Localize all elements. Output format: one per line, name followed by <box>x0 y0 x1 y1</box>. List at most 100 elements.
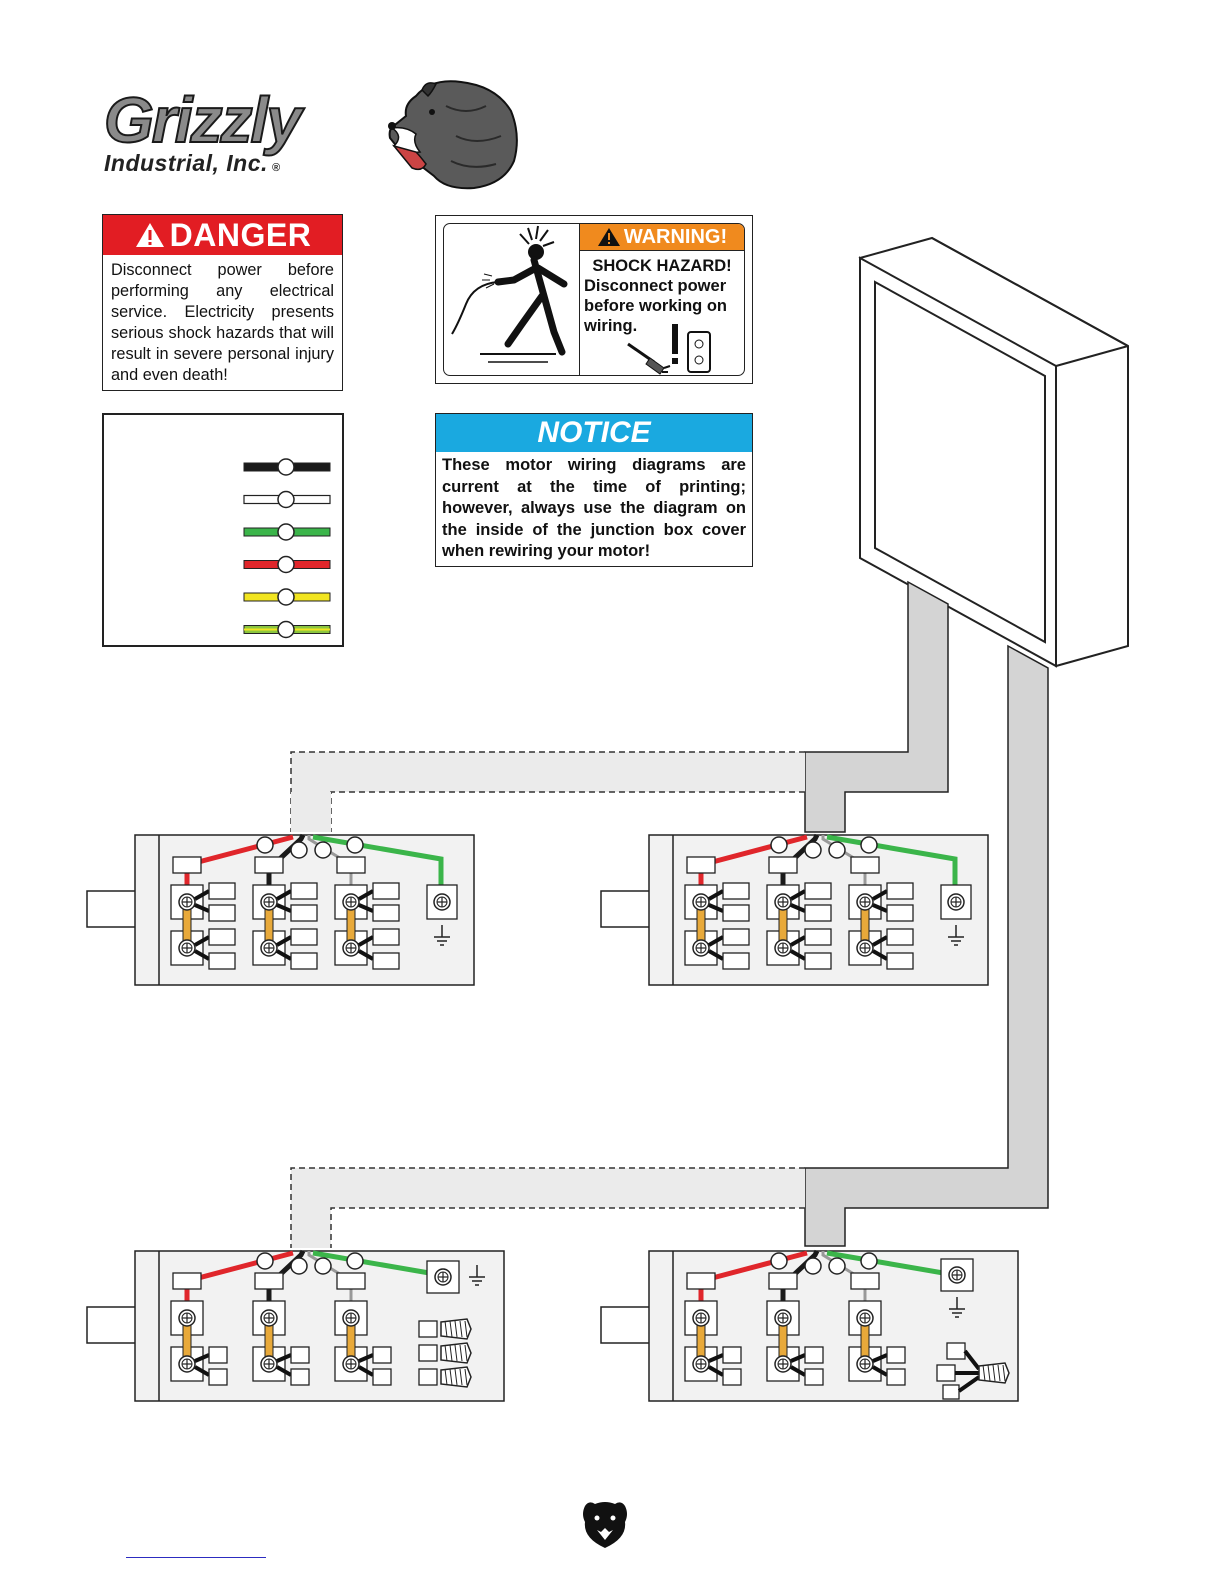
terminal-label <box>208 952 236 970</box>
conduit-lower <box>290 644 1049 1248</box>
terminal-label <box>372 1368 392 1386</box>
terminal-screw-icon <box>342 939 360 957</box>
motor-shaft <box>86 1306 138 1344</box>
logo-text: Grizzly <box>103 84 303 156</box>
legend-wire-green-yellow <box>243 620 331 639</box>
terminal-label <box>372 1346 392 1364</box>
terminal-label <box>886 1346 906 1364</box>
motor-lead <box>955 1349 981 1393</box>
company-label: Industrial, Inc. <box>104 150 268 176</box>
wire-connector <box>828 841 846 859</box>
terminal-label <box>208 928 236 946</box>
junction-box <box>858 236 1129 668</box>
wire-connector <box>314 1257 332 1275</box>
warning-line1: SHOCK HAZARD! <box>592 257 732 275</box>
notice-text: These motor wiring diagrams are current … <box>442 456 746 560</box>
terminal-screw-icon <box>342 893 360 911</box>
terminal-screw-icon <box>260 1309 278 1327</box>
terminal-label <box>850 856 880 874</box>
wire-nut-icon <box>440 1342 472 1364</box>
warning-title: WARNING! <box>623 225 728 248</box>
terminal-screw-icon <box>260 939 278 957</box>
terminal-label <box>290 1346 310 1364</box>
wire-connector <box>804 841 822 859</box>
terminal-screw-icon <box>692 939 710 957</box>
terminal-label <box>290 952 318 970</box>
motor-junction-upper <box>86 833 475 986</box>
terminal-label <box>172 856 202 874</box>
wire-nut-icon <box>440 1366 472 1388</box>
terminal-label <box>336 856 366 874</box>
ground-symbol-icon <box>948 925 964 946</box>
motor-lead <box>194 1353 210 1377</box>
footer-link-line <box>126 1557 266 1558</box>
motor-lead <box>872 1353 888 1377</box>
motor-lead <box>276 889 292 961</box>
terminal-label <box>886 882 914 900</box>
terminal-label <box>372 904 400 922</box>
notice-panel: NOTICE These motor wiring diagrams are c… <box>435 413 753 567</box>
motor-lead <box>276 1353 292 1377</box>
wire-connector <box>256 1252 274 1270</box>
terminal-label <box>336 1272 366 1290</box>
legend-wire-black <box>243 458 331 476</box>
bear-head-icon <box>388 80 518 190</box>
terminal-label <box>290 904 318 922</box>
terminal-label <box>804 882 832 900</box>
notice-header: NOTICE <box>436 414 752 452</box>
danger-text: Disconnect power before performing any e… <box>111 261 334 384</box>
motor-lead <box>708 889 724 961</box>
ground-symbol-icon <box>949 1297 965 1318</box>
conduit-upper <box>290 580 949 833</box>
terminal-label <box>768 1272 798 1290</box>
black-wire <box>780 1249 820 1303</box>
terminal-label <box>208 1346 228 1364</box>
wire-connector <box>290 841 308 859</box>
terminal-label <box>372 952 400 970</box>
terminal-label <box>290 882 318 900</box>
terminal-screw-icon <box>856 939 874 957</box>
terminal-label <box>804 1346 824 1364</box>
terminal-label <box>208 1368 228 1386</box>
terminal-label <box>886 928 914 946</box>
terminal-screw-icon <box>856 1355 874 1373</box>
terminal-label <box>208 882 236 900</box>
motor-lead <box>194 889 210 961</box>
wire-connector <box>346 1252 364 1270</box>
terminal-label <box>290 1368 310 1386</box>
motor-shaft <box>86 890 138 928</box>
terminal-screw-icon <box>434 1268 452 1286</box>
motor-junction-upper <box>600 833 989 986</box>
terminal-screw-icon <box>692 1309 710 1327</box>
terminal-label <box>254 1272 284 1290</box>
terminal-screw-icon <box>948 1266 966 1284</box>
warning-header: WARNING! <box>580 224 744 251</box>
wire-connector <box>346 836 364 854</box>
terminal-label <box>372 882 400 900</box>
terminal-screw-icon <box>178 1309 196 1327</box>
motor-lead <box>358 1353 374 1377</box>
danger-panel: DANGER Disconnect power before performin… <box>102 214 343 391</box>
warning-triangle-icon <box>597 228 620 246</box>
terminal-screw-icon <box>342 1355 360 1373</box>
black-wire <box>780 833 820 887</box>
motor-lead <box>790 1353 806 1377</box>
terminal-screw-icon <box>774 1309 792 1327</box>
bear-head-icon <box>583 1502 627 1548</box>
black-wire <box>266 833 306 887</box>
danger-header: DANGER <box>103 215 342 255</box>
terminal-label <box>722 904 750 922</box>
legend-wire-red <box>243 555 331 574</box>
legend-wire-yellow <box>243 588 331 606</box>
terminal-label <box>942 1384 960 1400</box>
terminal-screw-icon <box>260 1355 278 1373</box>
warning-panel: WARNING! SHOCK HAZARD! Disconnect power … <box>435 215 753 384</box>
terminal-label <box>722 928 750 946</box>
terminal-label <box>804 1368 824 1386</box>
terminal-label <box>886 952 914 970</box>
ground-symbol-icon <box>434 925 450 946</box>
terminal-label <box>290 928 318 946</box>
terminal-screw-icon <box>856 1309 874 1327</box>
terminal-label <box>768 856 798 874</box>
